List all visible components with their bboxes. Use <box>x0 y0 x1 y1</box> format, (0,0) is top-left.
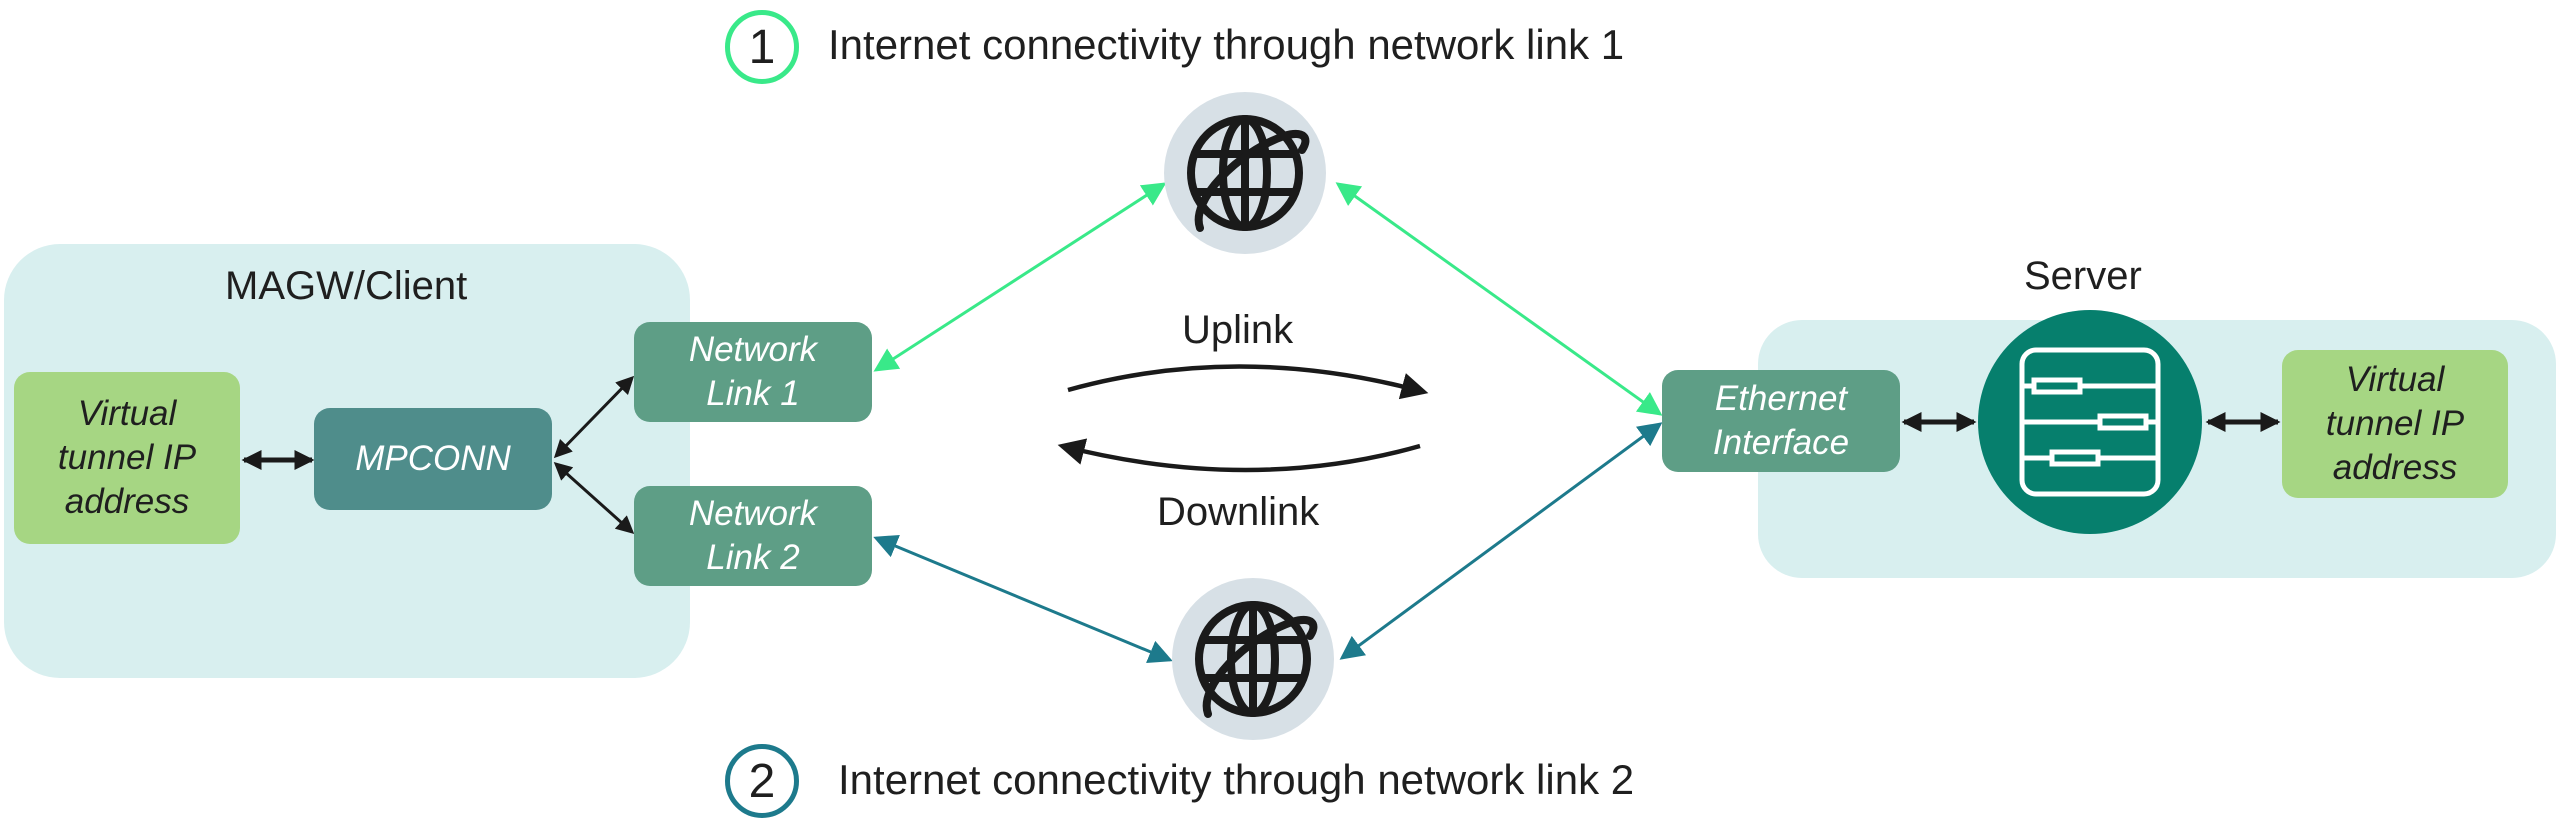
uplink-label: Uplink <box>1182 308 1294 352</box>
link2-client-arrow <box>873 534 1173 664</box>
server-rack-icon <box>1978 310 2202 534</box>
globe-icon <box>1172 578 1334 740</box>
mpconn-link1-arrow <box>553 375 635 459</box>
globe-icon <box>1164 92 1326 254</box>
server-title: Server <box>2024 254 2142 298</box>
downlink-label: Downlink <box>1157 490 1320 534</box>
client-title: MAGW/Client <box>225 264 468 308</box>
mpconn-box: MPCONN <box>314 408 552 510</box>
legend-text-2: Internet connectivity through network li… <box>838 756 1635 803</box>
client-virtual-tunnel-box: Virtual tunnel IP address <box>14 372 240 544</box>
legend-number-1: 1 <box>725 10 799 84</box>
mpconn-link2-arrow <box>553 461 635 535</box>
link1-server-arrow <box>1335 182 1663 416</box>
legend-text-1: Internet connectivity through network li… <box>828 21 1625 68</box>
uplink-arrow <box>1067 364 1429 400</box>
link1-client-arrow <box>873 182 1167 372</box>
network-link-1-box: Network Link 1 <box>634 322 872 422</box>
downlink-arrow <box>1057 438 1421 473</box>
legend-number-2: 2 <box>725 744 799 818</box>
ethernet-interface-box: Ethernet Interface <box>1662 370 1900 472</box>
link2-server-arrow <box>1339 422 1663 660</box>
network-link-2-box: Network Link 2 <box>634 486 872 586</box>
server-virtual-tunnel-box: Virtual tunnel IP address <box>2282 350 2508 498</box>
